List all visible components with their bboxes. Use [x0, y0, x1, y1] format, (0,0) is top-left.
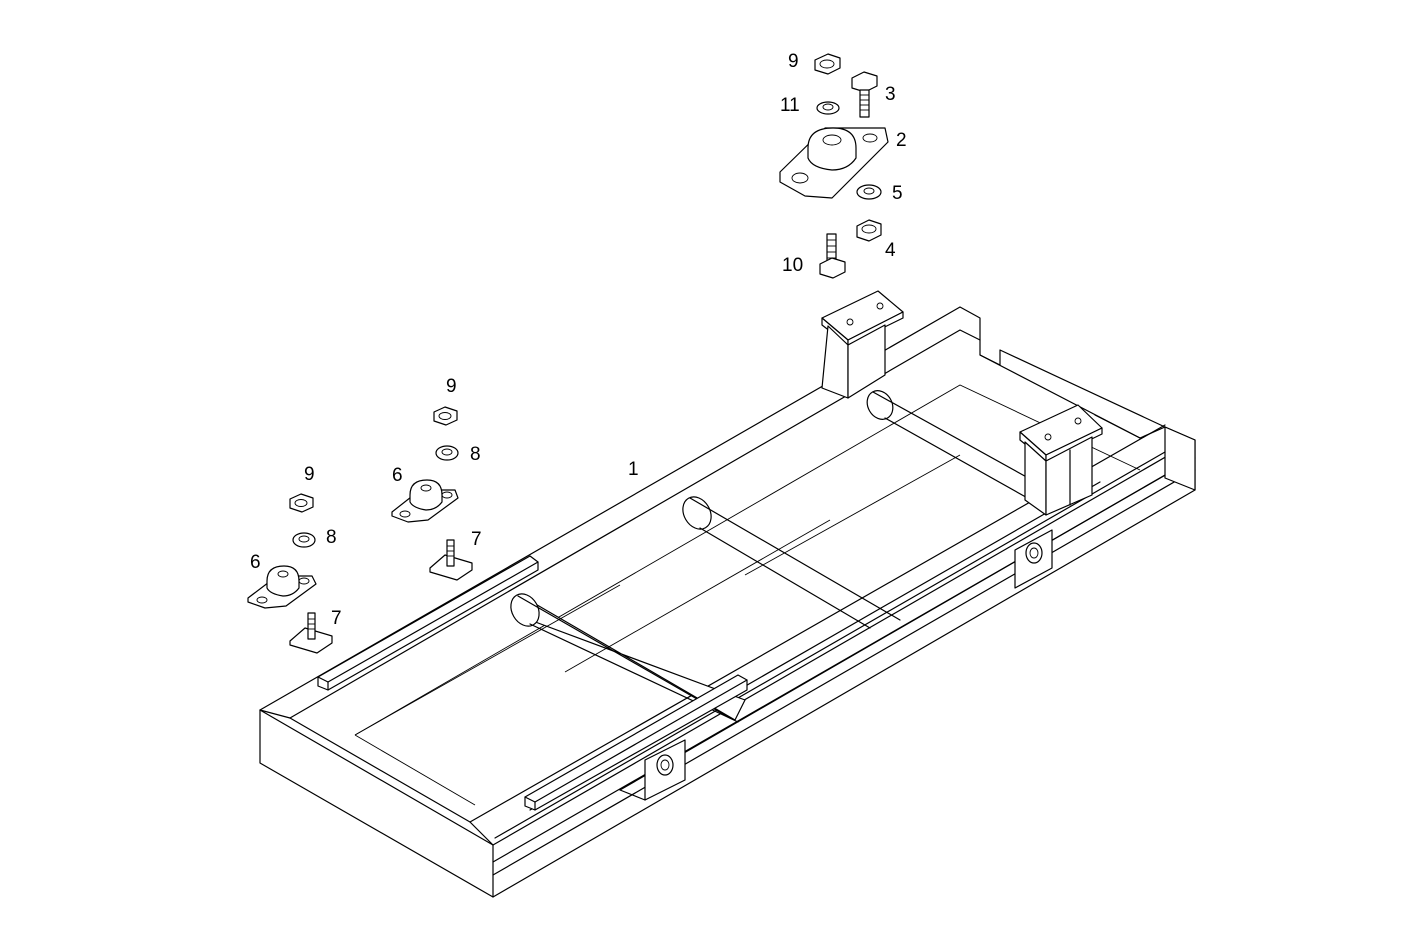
- rubber-mount-6-low: [247, 565, 317, 609]
- washer-5: [856, 184, 882, 200]
- nut-9-low: [289, 493, 314, 513]
- callout-6-low: 6: [250, 552, 261, 573]
- callout-9-low: 9: [304, 464, 315, 485]
- washer-11: [816, 101, 840, 115]
- callout-7-mid: 7: [471, 529, 482, 550]
- callout-1: 1: [628, 459, 639, 480]
- callout-9-mid: 9: [446, 376, 457, 397]
- bolt-10: [819, 233, 846, 279]
- upper-mount-assembly: [779, 53, 889, 279]
- front-bracket-1: [619, 739, 686, 801]
- mount-post-front: [1019, 404, 1103, 516]
- callout-10: 10: [782, 255, 803, 276]
- nut-9-mid: [433, 406, 458, 426]
- left-mount-assembly-lower: [247, 493, 333, 654]
- rubber-mount-6-mid: [391, 479, 459, 523]
- rubber-mount-2: [779, 127, 889, 199]
- callout-7-low: 7: [331, 608, 342, 629]
- nut-9-top: [814, 53, 841, 75]
- callout-5: 5: [892, 183, 903, 204]
- callout-2: 2: [896, 130, 907, 151]
- base-frame: [259, 290, 1196, 898]
- callout-3: 3: [885, 84, 896, 105]
- callout-6-mid: 6: [392, 465, 403, 486]
- t-bolt-7-mid: [429, 539, 473, 581]
- bolt-3: [851, 71, 878, 118]
- callout-labels: 1 2 3 4 5 6 6 7 7 8 8 9 9 9 10 11: [250, 51, 907, 629]
- callout-8-low: 8: [326, 527, 337, 548]
- callout-9-top: 9: [788, 51, 799, 72]
- cross-tube-2: [682, 496, 901, 629]
- rail-back: [317, 555, 539, 691]
- callout-4: 4: [885, 240, 896, 261]
- rail-front: [524, 674, 748, 811]
- t-bolt-7-low: [289, 612, 333, 654]
- washer-8-mid: [435, 445, 459, 461]
- nut-4: [856, 219, 882, 242]
- callout-8-mid: 8: [470, 444, 481, 465]
- cross-tube-3: [866, 390, 1051, 506]
- mount-post-rear: [821, 290, 904, 399]
- left-mount-assembly-upper: [391, 406, 473, 581]
- callout-11: 11: [780, 95, 800, 116]
- front-bracket-2: [1014, 529, 1053, 589]
- washer-8-low: [292, 532, 316, 548]
